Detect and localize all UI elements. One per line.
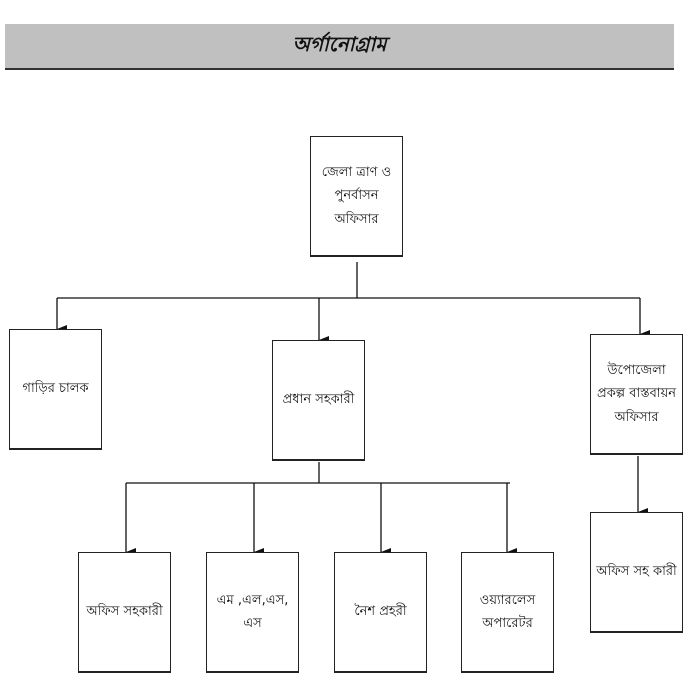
node-label: অফিস সহকারী [86, 604, 163, 620]
node-root: জেলা ত্রাণ ও পুনর্বাসন অফিসার [310, 136, 403, 257]
node-office-assistant: অফিস সহকারী [78, 552, 171, 673]
node-driver: গাড়ির চালক [9, 329, 102, 450]
node-label: ওয়্যারলেস অপারেটর [479, 592, 536, 631]
node-label: নৈশ প্রহরী [354, 604, 407, 620]
node-label: অফিস সহ কারী [596, 564, 677, 580]
node-label: এম ,এল,এস, এস [216, 592, 289, 631]
node-label: উপোজেলা প্রকল্প বাস্তবায়ন অফিসার [597, 362, 676, 425]
node-mlss: এম ,এল,এস, এস [206, 552, 299, 673]
node-label: প্রধান সহকারী [282, 392, 355, 408]
node-label: গাড়ির চালক [22, 381, 89, 397]
node-label: জেলা ত্রাণ ও পুনর্বাসন অফিসার [321, 164, 392, 227]
node-wireless-operator: ওয়্যারলেস অপারেটর [461, 552, 554, 673]
node-night-guard: নৈশ প্রহরী [334, 552, 427, 673]
page-title: অর্গানোগ্রাম [292, 31, 387, 56]
node-upazila-office-assistant: অফিস সহ কারী [590, 512, 683, 633]
node-chief-assistant: প্রধান সহকারী [272, 340, 365, 461]
node-upazila-officer: উপোজেলা প্রকল্প বাস্তবায়ন অফিসার [590, 334, 683, 455]
page-header: অর্গানোগ্রাম [5, 24, 674, 70]
